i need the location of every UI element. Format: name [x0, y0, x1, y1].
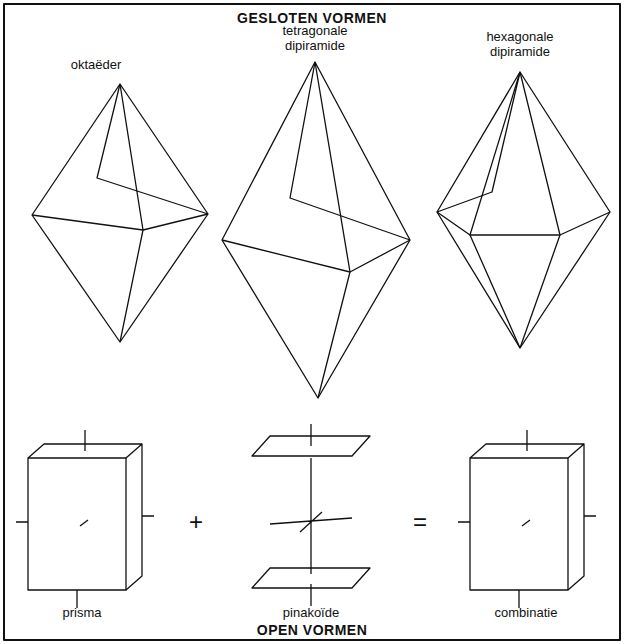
form-name: prisma — [62, 606, 101, 621]
form-name: combinatie — [495, 606, 558, 621]
combination — [458, 430, 596, 608]
pinacoid — [252, 424, 370, 606]
form-name: hexagonale dipiramide — [468, 30, 572, 60]
operator-sign: = — [413, 508, 427, 536]
octahedron — [32, 84, 208, 342]
section-heading: OPEN VORMEN — [257, 622, 368, 638]
hexagonal-dipyramid — [437, 72, 610, 348]
operator-sign: + — [189, 508, 203, 536]
form-name: tetragonale dipiramide — [260, 24, 370, 54]
form-name: pinakoïde — [283, 606, 339, 621]
tetragonal-dipyramid — [222, 62, 410, 398]
frame — [4, 4, 620, 640]
prism — [16, 430, 154, 608]
form-name: oktaëder — [71, 58, 122, 73]
